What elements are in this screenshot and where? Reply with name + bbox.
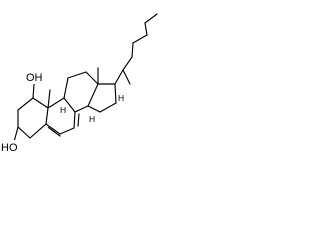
ring-b bbox=[45, 97, 80, 137]
side-chain bbox=[114, 13, 158, 85]
ring-a bbox=[13, 83, 51, 143]
stereo-h-label: H bbox=[60, 105, 66, 115]
ring-c bbox=[63, 71, 99, 113]
hydroxyl-label-top: OH bbox=[26, 72, 43, 84]
stereo-h-label: H bbox=[89, 114, 95, 124]
ring-d bbox=[87, 67, 117, 113]
stereo-h-label: H bbox=[118, 93, 124, 103]
hydroxyl-label-left: HO bbox=[1, 142, 18, 154]
chemical-structure-diagram: OH HO H H H bbox=[0, 13, 158, 154]
